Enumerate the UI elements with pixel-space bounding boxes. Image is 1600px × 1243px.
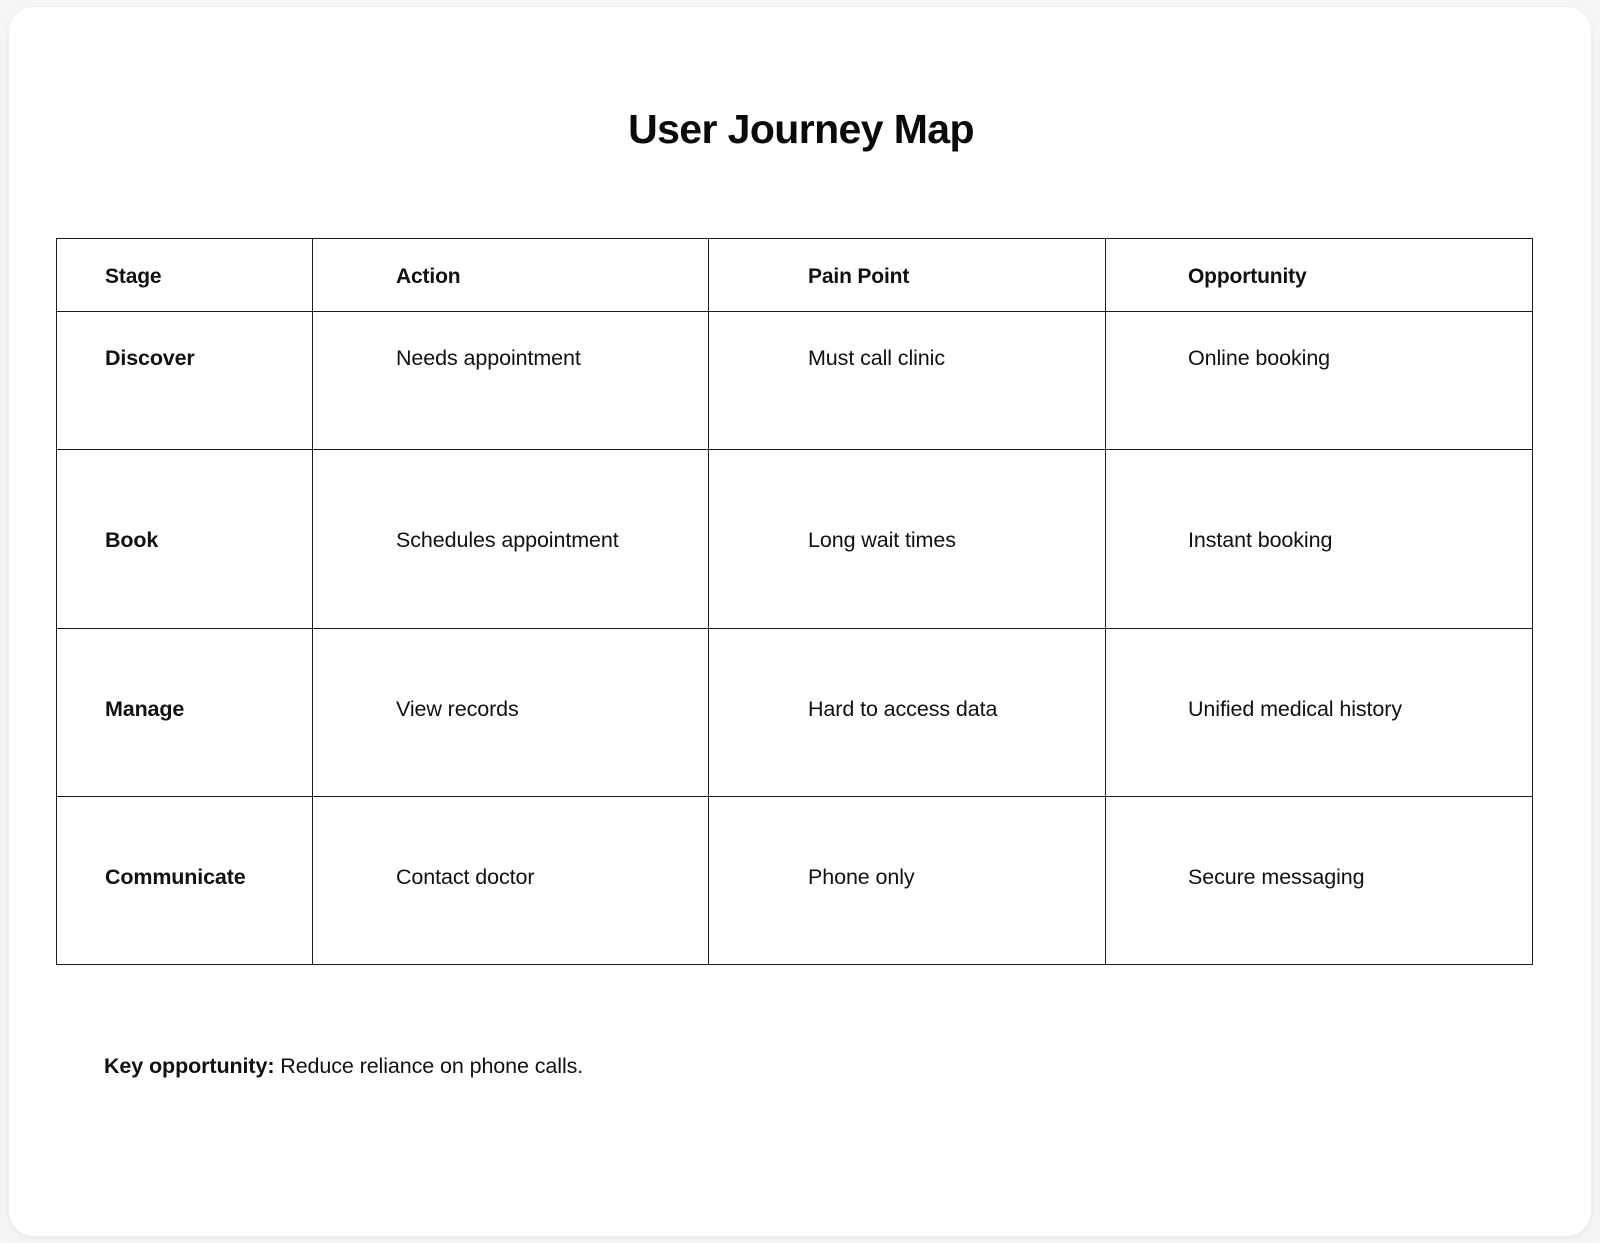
table-header-row: Stage Action Pain Point Opportunity bbox=[56, 238, 1533, 312]
cell-pain-point: Long wait times bbox=[708, 449, 1106, 629]
cell-stage: Manage bbox=[56, 628, 313, 797]
key-opportunity-note: Key opportunity: Reduce reliance on phon… bbox=[104, 1050, 583, 1082]
cell-stage: Book bbox=[56, 449, 313, 629]
key-opportunity-label: Key opportunity: bbox=[104, 1054, 275, 1078]
cell-action: View records bbox=[312, 628, 709, 797]
cell-pain-point: Phone only bbox=[708, 796, 1106, 965]
cell-opportunity: Unified medical history bbox=[1105, 628, 1533, 797]
table-row: Discover Needs appointment Must call cli… bbox=[56, 311, 1533, 450]
column-header-opportunity: Opportunity bbox=[1105, 238, 1533, 312]
user-journey-table: Stage Action Pain Point Opportunity Disc… bbox=[56, 238, 1533, 965]
cell-stage: Communicate bbox=[56, 796, 313, 965]
cell-opportunity: Secure messaging bbox=[1105, 796, 1533, 965]
page-title: User Journey Map bbox=[628, 106, 974, 152]
table-header: Stage Action Pain Point Opportunity bbox=[56, 238, 1533, 312]
cell-opportunity: Instant booking bbox=[1105, 449, 1533, 629]
cell-opportunity: Online booking bbox=[1105, 311, 1533, 450]
column-header-pain-point: Pain Point bbox=[708, 238, 1106, 312]
table-row: Communicate Contact doctor Phone only Se… bbox=[56, 796, 1533, 965]
cell-pain-point: Hard to access data bbox=[708, 628, 1106, 797]
column-header-stage: Stage bbox=[56, 238, 313, 312]
journey-map-card: User Journey Map Stage Action Pain Point… bbox=[8, 6, 1592, 1237]
cell-action: Schedules appointment bbox=[312, 449, 709, 629]
cell-action: Contact doctor bbox=[312, 796, 709, 965]
cell-action: Needs appointment bbox=[312, 311, 709, 450]
table-row: Manage View records Hard to access data … bbox=[56, 628, 1533, 797]
key-opportunity-text: Reduce reliance on phone calls. bbox=[274, 1054, 584, 1078]
table-body: Discover Needs appointment Must call cli… bbox=[56, 311, 1533, 965]
table-row: Book Schedules appointment Long wait tim… bbox=[56, 449, 1533, 629]
cell-pain-point: Must call clinic bbox=[708, 311, 1106, 450]
cell-stage: Discover bbox=[56, 311, 313, 450]
column-header-action: Action bbox=[312, 238, 709, 312]
